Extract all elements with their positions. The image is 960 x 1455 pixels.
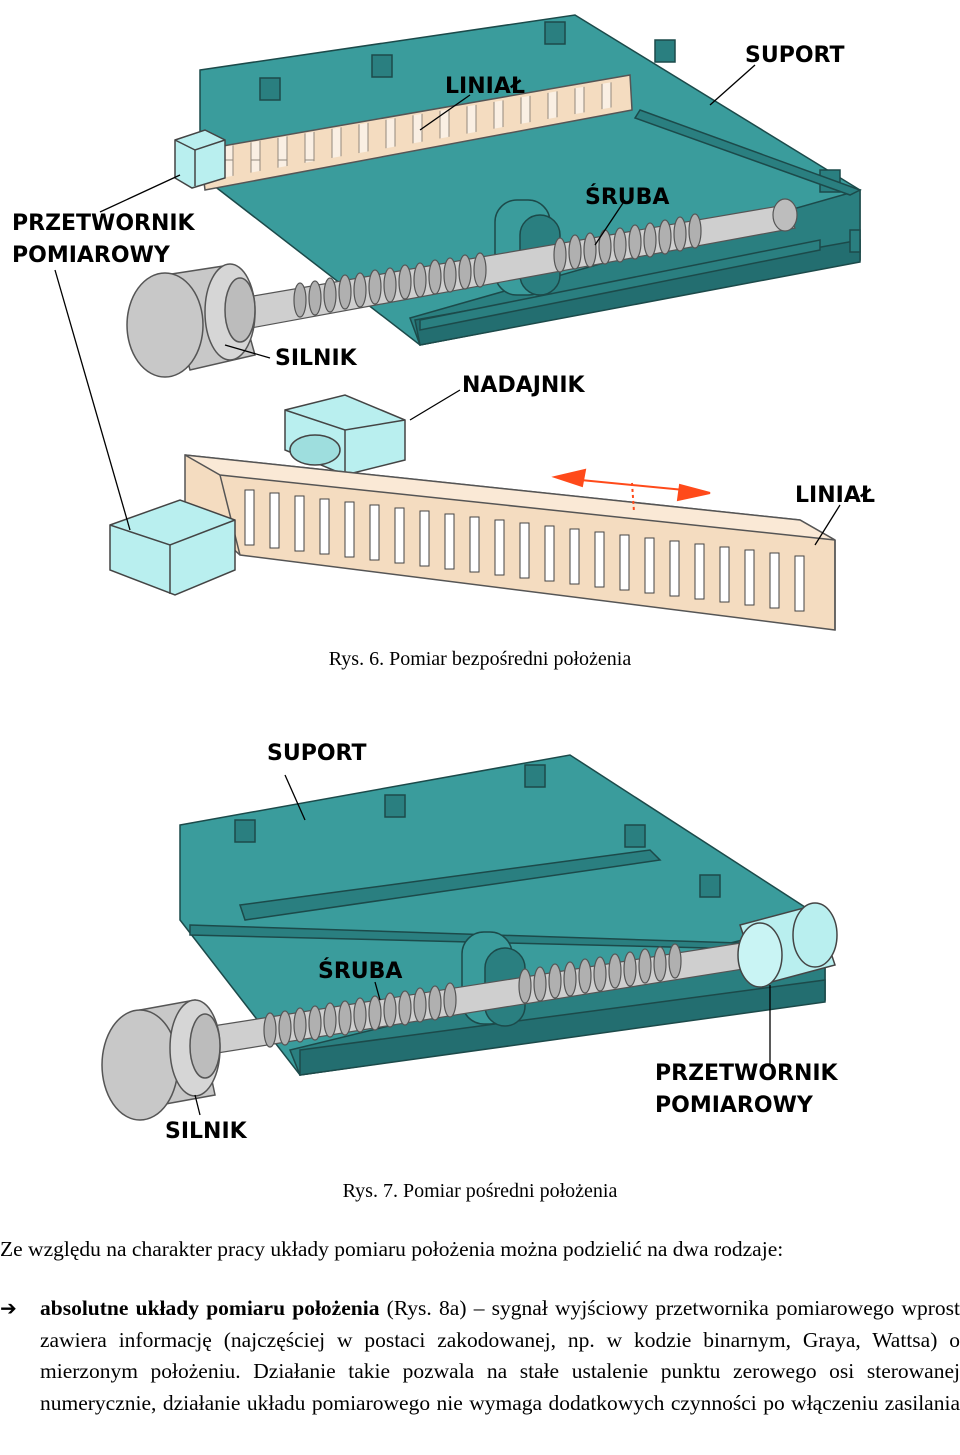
- przetwornik-cylinder: [737, 902, 838, 988]
- label-przetwornik-line2: POMIAROWY: [12, 243, 171, 268]
- motion-arrow: [551, 468, 711, 513]
- label-nadajnik: NADAJNIK: [462, 373, 586, 398]
- figure-7-illustration: SUPORT ŚRUBA PRZETWORNIK POMIAROWY SILNI…: [101, 741, 839, 1144]
- intro-text: Ze względu na charakter pracy układy pom…: [0, 1237, 784, 1261]
- label-suport: SUPORT: [745, 43, 845, 68]
- intro-paragraph: Ze względu na charakter pracy układy pom…: [0, 1234, 960, 1264]
- nadajnik-box: [284, 394, 406, 476]
- przetwornik-box-top: [174, 129, 226, 189]
- label-silnik: SILNIK: [275, 346, 358, 371]
- label-przetwornik-line1: PRZETWORNIK: [12, 211, 196, 236]
- label-linial-bottom: LINIAŁ: [795, 483, 875, 508]
- bullet-body: absolutne układy pomiaru położenia (Rys.…: [40, 1293, 960, 1419]
- przetwornik-box-bottom: [109, 499, 236, 596]
- screw-bottom: [199, 939, 769, 1056]
- bullet-absolute-systems: ➔ absolutne układy pomiaru położenia (Ry…: [0, 1293, 960, 1419]
- label-przetwornik-7-line2: POMIAROWY: [655, 1093, 814, 1118]
- arrow-right-icon: ➔: [0, 1296, 17, 1320]
- label-linial-top: LINIAŁ: [445, 74, 525, 99]
- leader-lines-6: [54, 64, 841, 546]
- bullet-description: (Rys. 8a) – sygnał wyjściowy przetwornik…: [40, 1296, 960, 1415]
- label-suport-7: SUPORT: [267, 741, 367, 766]
- label-sruba: ŚRUBA: [585, 184, 669, 210]
- leader-lines-7: [194, 774, 771, 1116]
- silnik-motor-top: [126, 263, 256, 378]
- linial-scale-bottom: [184, 454, 836, 631]
- label-przetwornik-7-line1: PRZETWORNIK: [655, 1061, 839, 1086]
- figure-7-caption: Rys. 7. Pomiar pośredni położenia: [342, 1180, 618, 1202]
- bullet-bold-term: absolutne układy pomiaru położenia: [40, 1296, 380, 1320]
- silnik-motor-bottom: [101, 999, 221, 1121]
- figure-6-caption: Rys. 6. Pomiar bezpośredni położenia: [328, 648, 632, 670]
- figure-6-illustration: SUPORT LINIAŁ ŚRUBA PRZETWORNIK POMIAROW…: [12, 14, 875, 631]
- screw-top: [229, 198, 798, 331]
- label-sruba-7: ŚRUBA: [318, 958, 402, 984]
- label-silnik-7: SILNIK: [165, 1119, 248, 1144]
